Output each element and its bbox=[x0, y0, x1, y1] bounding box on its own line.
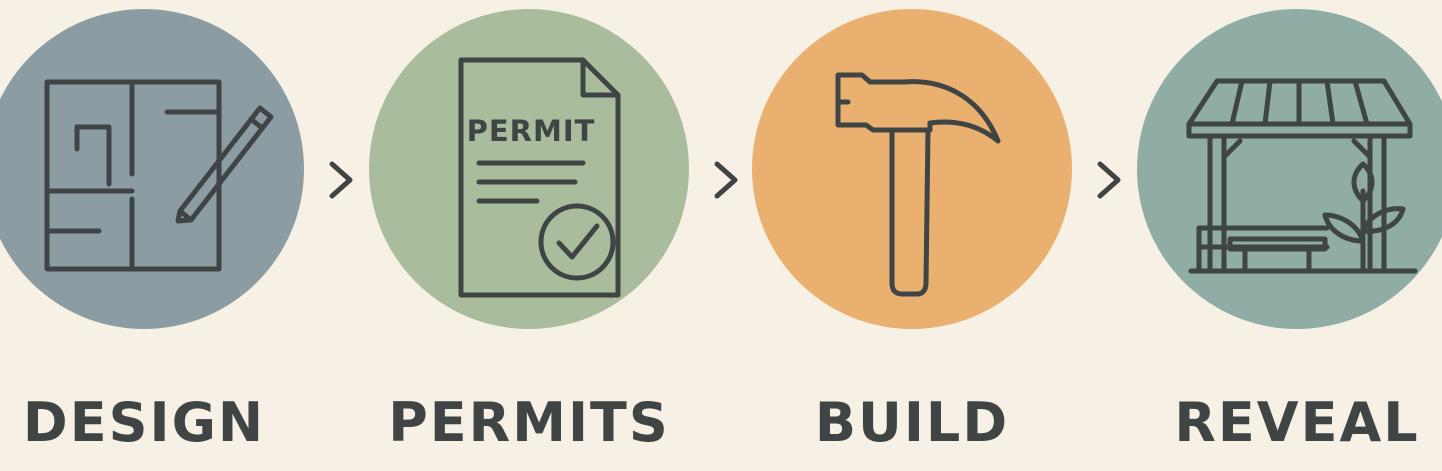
step-permits: PERMIT PERMITS bbox=[369, 0, 689, 471]
build-circle bbox=[752, 9, 1072, 329]
floor-plan-pencil-icon bbox=[0, 9, 304, 329]
step-label: DESIGN bbox=[22, 391, 266, 454]
step-label: PERMITS bbox=[388, 391, 670, 454]
step-design: DESIGN bbox=[0, 0, 304, 471]
pergola-icon bbox=[1137, 9, 1442, 329]
design-circle bbox=[0, 9, 304, 329]
reveal-circle bbox=[1137, 9, 1442, 329]
hammer-icon bbox=[752, 9, 1072, 329]
step-reveal: REVEAL bbox=[1137, 0, 1442, 471]
chevron-right-icon bbox=[709, 152, 743, 208]
step-label: REVEAL bbox=[1174, 391, 1420, 454]
permit-document-text: PERMIT bbox=[467, 114, 596, 148]
step-label: BUILD bbox=[814, 391, 1010, 454]
step-build: BUILD bbox=[752, 0, 1072, 471]
chevron-right-icon bbox=[1092, 152, 1126, 208]
chevron-right-icon bbox=[324, 152, 358, 208]
permit-document-icon: PERMIT bbox=[369, 9, 689, 329]
